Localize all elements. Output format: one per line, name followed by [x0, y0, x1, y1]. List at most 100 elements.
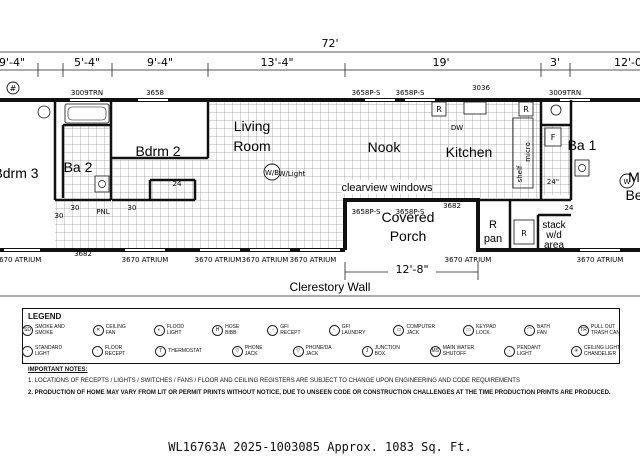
legend-item-label: THERMOSTAT [168, 348, 202, 354]
note-2: 2. PRODUCTION OF HOME MAY VARY FROM LIT … [28, 390, 611, 396]
range-label: R [521, 229, 527, 238]
sink-kitchen [463, 101, 487, 115]
legend-item: ◦FLOOR RECEPT [92, 345, 125, 357]
clerestory-label: Clerestory Wall [290, 280, 371, 294]
room-bath-2: Ba 2 [64, 159, 93, 175]
porch-dimension-label: 12'-8" [395, 263, 428, 276]
legend-item: ✳CEILING LIGHT CHANDELIER [570, 345, 620, 357]
room-master-1: M [628, 169, 640, 185]
dim-30-c: 30 [55, 212, 64, 220]
legend-item: ◦STANDARD LIGHT [22, 345, 62, 357]
legend-item-label: PULL OUT TRASH CAN [591, 324, 620, 336]
win-3682-a: 3682 [74, 250, 92, 258]
range-box [513, 219, 535, 245]
legend-symbol-icon: H [212, 324, 224, 336]
atrium-label-7: 3670 ATRIUM [577, 256, 624, 264]
legend-symbol-icon: ✕ [92, 324, 104, 336]
sink-bath1 [574, 159, 590, 177]
legend-symbol-icon: ◦ [328, 324, 340, 336]
legend-item-label: KEYPAD LOCK [476, 324, 497, 336]
dim-30-b: 30 [128, 204, 137, 212]
fridge-right [518, 101, 534, 117]
dim-24-bath1: 24" [547, 178, 559, 186]
room-bath-1: Ba 1 [568, 137, 597, 153]
dim-30-a: 30 [71, 204, 80, 212]
legend-symbol-icon: ◐ [153, 324, 165, 336]
kitchen-counter [512, 117, 534, 189]
legend-item-label: GFI RECEPT [280, 324, 301, 336]
legend-item: ▭KEYPAD LOCK [463, 324, 496, 336]
legend-item-label: CEILING FAN [105, 324, 126, 336]
dim-24-c: 24 [565, 204, 574, 212]
clearview-label-bg [342, 180, 432, 194]
wb-circle [263, 163, 281, 181]
dim-segment-5: 19' [432, 56, 449, 69]
fridge-left [431, 101, 447, 117]
legend-item: ✕CEILING FAN [92, 324, 126, 336]
toilet-left-icon [37, 105, 51, 119]
room-living-1: Living [234, 118, 271, 134]
win-3658ps-b: 3658P-S [396, 89, 425, 97]
room-stack-3: area [544, 240, 564, 251]
legend-symbol-icon: ▽ [292, 345, 304, 357]
win-3682-b: 3682 [443, 202, 461, 210]
room-bedroom-2: Bdrm 2 [135, 143, 180, 159]
legend-symbol-icon: ⌒ [524, 324, 536, 336]
legend-item: ▭COMPUTER JACK [393, 324, 435, 336]
atrium-label-4: 3670 ATRIUM [242, 256, 289, 264]
wb-label: W/B [265, 169, 279, 177]
legend-symbol-icon: J [361, 345, 373, 357]
sink-bath2 [94, 175, 110, 193]
legend-symbol-icon: ✳ [570, 345, 582, 357]
legend-item: ⌒BATH FAN [524, 324, 550, 336]
win-3658ps-d: 3658P-S [396, 208, 425, 216]
fridge-left-label: R [436, 105, 442, 114]
legend-symbol-icon: T [155, 345, 167, 357]
legend-item: ◦GFI RECEPT [267, 324, 301, 336]
room-living-2: Room [233, 138, 270, 154]
sink-bath2-bowl [98, 180, 106, 188]
legend-item-label: MAIN WATER SHUTOFF [442, 345, 475, 357]
w-label: W [624, 178, 631, 186]
legend-item-label: HOSE BIBB [225, 324, 240, 336]
legend-symbol-icon: MS [429, 345, 441, 357]
dim-segment-7: 12'-0 [614, 56, 640, 69]
legend-symbol-icon: ▭ [463, 324, 475, 336]
legend-item: ▽PHONE JACK [231, 345, 263, 357]
dim-segment-6: 3' [550, 56, 560, 69]
legend-symbol-icon: ◦ [504, 345, 516, 357]
floor-plan: 72' 9'-4" 5'-4" 9'-4" 13'-4" 19' 3' 12'-… [0, 37, 640, 297]
atrium-label-3: 3670 ATRIUM [195, 256, 242, 264]
legend-symbol-icon: ◦ [22, 345, 33, 357]
legend-item: ◦GFI LAUNDRY [328, 324, 365, 336]
room-nook: Nook [368, 139, 402, 155]
dim-segment-2: 5'-4" [74, 56, 100, 69]
legend-box [22, 308, 620, 364]
bathtub-bath2 [64, 103, 110, 124]
legend-item-label: STANDARD LIGHT [35, 345, 63, 357]
dw-label: DW [451, 124, 463, 132]
dim-segment-3: 9'-4" [147, 56, 173, 69]
wd-master-circle [619, 173, 635, 189]
atrium-label-2: 3670 ATRIUM [122, 256, 169, 264]
room-bedroom-3: Bdrm 3 [0, 165, 39, 181]
legend-item-label: PHONE JACK [244, 345, 263, 357]
sink-bath1-bowl [578, 164, 586, 172]
pnl-label: PNL [96, 208, 109, 216]
interior-walls [53, 100, 573, 250]
porch-dim-label-bg [388, 262, 436, 276]
win-3658ps-a: 3658P-S [352, 89, 381, 97]
marker-label: # [10, 84, 17, 93]
dim-segment-4: 13'-4" [260, 56, 293, 69]
legend-item-label: FLOOR RECEPT [105, 345, 126, 357]
room-kitchen: Kitchen [446, 144, 493, 160]
legend-item-label: PENDANT LIGHT [517, 345, 541, 357]
shelf-label: shelf [516, 165, 524, 182]
